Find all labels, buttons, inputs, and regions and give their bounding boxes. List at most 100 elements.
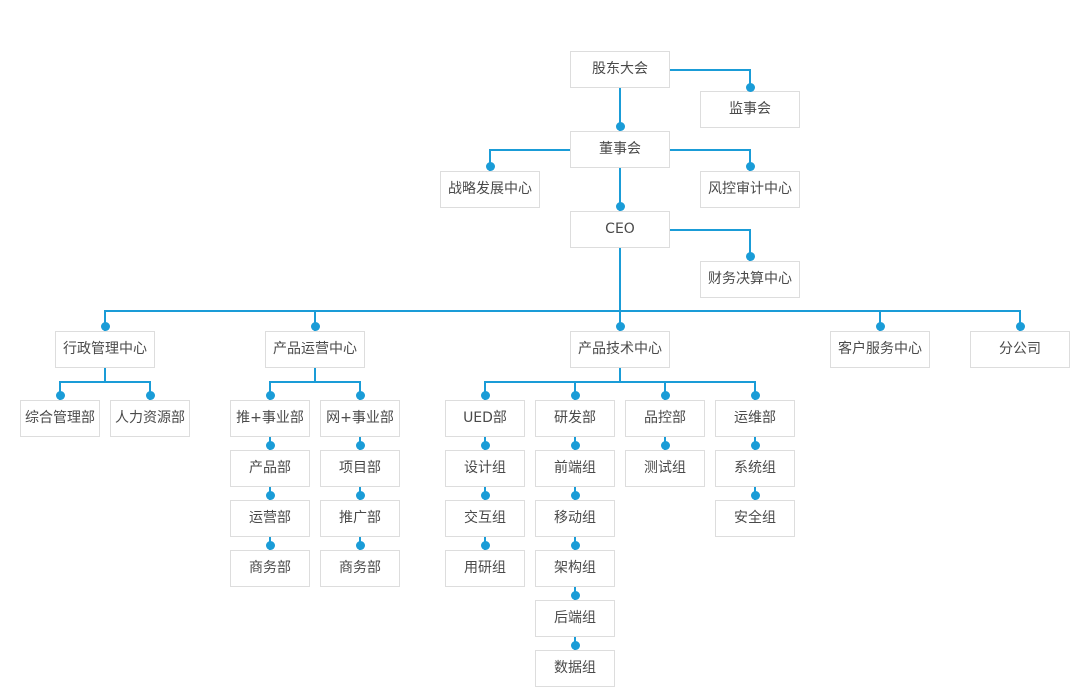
connector-dot <box>746 162 755 171</box>
node-board-of-directors: 董事会 <box>570 131 670 168</box>
connector-dot <box>356 491 365 500</box>
node-ceo: CEO <box>570 211 670 248</box>
connector-line <box>670 69 751 71</box>
node-tui-plus-bu: 推+事业部 <box>230 400 310 437</box>
connector-dot <box>481 391 490 400</box>
connector-line <box>484 381 756 383</box>
connector-line <box>749 149 751 171</box>
node-business-dept-b: 商务部 <box>320 550 400 587</box>
node-product-dept: 产品部 <box>230 450 310 487</box>
node-supervisory-board: 监事会 <box>700 91 800 128</box>
node-branch-company: 分公司 <box>970 331 1070 368</box>
node-architecture-group: 架构组 <box>535 550 615 587</box>
node-business-dept-a: 商务部 <box>230 550 310 587</box>
connector-dot <box>571 541 580 550</box>
connector-line <box>314 310 316 331</box>
node-mobile-group: 移动组 <box>535 500 615 537</box>
connector-dot <box>266 491 275 500</box>
node-security-group: 安全组 <box>715 500 795 537</box>
connector-dot <box>101 322 110 331</box>
connector-dot <box>266 441 275 450</box>
node-product-tech-center: 产品技术中心 <box>570 331 670 368</box>
connector-line <box>749 229 751 261</box>
connector-dot <box>876 322 885 331</box>
node-testing-group: 测试组 <box>625 450 705 487</box>
node-project-dept: 项目部 <box>320 450 400 487</box>
connector-line <box>104 368 106 382</box>
connector-dot <box>146 391 155 400</box>
connector-line <box>574 381 576 400</box>
connector-dot <box>751 391 760 400</box>
connector-dot <box>481 441 490 450</box>
connector-line <box>619 248 621 311</box>
connector-line <box>314 368 316 382</box>
node-operations-dept: 运营部 <box>230 500 310 537</box>
connector-line <box>59 381 151 383</box>
connector-dot <box>356 391 365 400</box>
connector-dot <box>751 491 760 500</box>
node-ops-maintenance-dept: 运维部 <box>715 400 795 437</box>
connector-dot <box>486 162 495 171</box>
connector-dot <box>661 441 670 450</box>
node-promotion-dept: 推广部 <box>320 500 400 537</box>
connector-line <box>359 381 361 400</box>
node-strategic-dev-center: 战略发展中心 <box>440 171 540 208</box>
connector-line <box>269 381 271 400</box>
node-interaction-group: 交互组 <box>445 500 525 537</box>
connector-dot <box>616 202 625 211</box>
connector-dot <box>1016 322 1025 331</box>
connector-line <box>749 69 751 91</box>
node-ued-dept: UED部 <box>445 400 525 437</box>
connector-dot <box>571 391 580 400</box>
connector-dot <box>616 122 625 131</box>
node-risk-audit-center: 风控审计中心 <box>700 171 800 208</box>
node-rd-dept: 研发部 <box>535 400 615 437</box>
connector-dot <box>616 322 625 331</box>
connector-dot <box>746 252 755 261</box>
node-shareholders-meeting: 股东大会 <box>570 51 670 88</box>
connector-dot <box>571 591 580 600</box>
node-qc-dept: 品控部 <box>625 400 705 437</box>
connector-dot <box>56 391 65 400</box>
node-data-group: 数据组 <box>535 650 615 687</box>
node-system-group: 系统组 <box>715 450 795 487</box>
node-finance-center: 财务决算中心 <box>700 261 800 298</box>
connector-line <box>489 149 570 151</box>
connector-line <box>619 168 621 211</box>
connector-line <box>104 310 1021 312</box>
connector-line <box>104 310 106 331</box>
connector-line <box>149 381 151 400</box>
connector-dot <box>266 541 275 550</box>
node-backend-group: 后端组 <box>535 600 615 637</box>
connector-dot <box>266 391 275 400</box>
connector-dot <box>571 491 580 500</box>
connector-line <box>670 149 751 151</box>
connector-dot <box>481 541 490 550</box>
connector-line <box>664 381 666 400</box>
connector-line <box>269 381 361 383</box>
node-hr-dept: 人力资源部 <box>110 400 190 437</box>
connector-line <box>754 381 756 400</box>
connector-line <box>879 310 881 331</box>
connector-dot <box>356 441 365 450</box>
connector-line <box>670 229 751 231</box>
connector-dot <box>746 83 755 92</box>
connector-dot <box>661 391 670 400</box>
connector-line <box>489 149 491 171</box>
connector-dot <box>356 541 365 550</box>
node-general-mgmt-dept: 综合管理部 <box>20 400 100 437</box>
node-customer-service-center: 客户服务中心 <box>830 331 930 368</box>
connector-dot <box>571 441 580 450</box>
node-product-ops-center: 产品运营中心 <box>265 331 365 368</box>
connector-dot <box>481 491 490 500</box>
connector-line <box>484 381 486 400</box>
node-design-group: 设计组 <box>445 450 525 487</box>
connector-line <box>619 88 621 131</box>
node-admin-center: 行政管理中心 <box>55 331 155 368</box>
connector-line <box>1019 310 1021 331</box>
connector-dot <box>311 322 320 331</box>
node-wang-plus-bu: 网+事业部 <box>320 400 400 437</box>
node-frontend-group: 前端组 <box>535 450 615 487</box>
connector-dot <box>571 641 580 650</box>
